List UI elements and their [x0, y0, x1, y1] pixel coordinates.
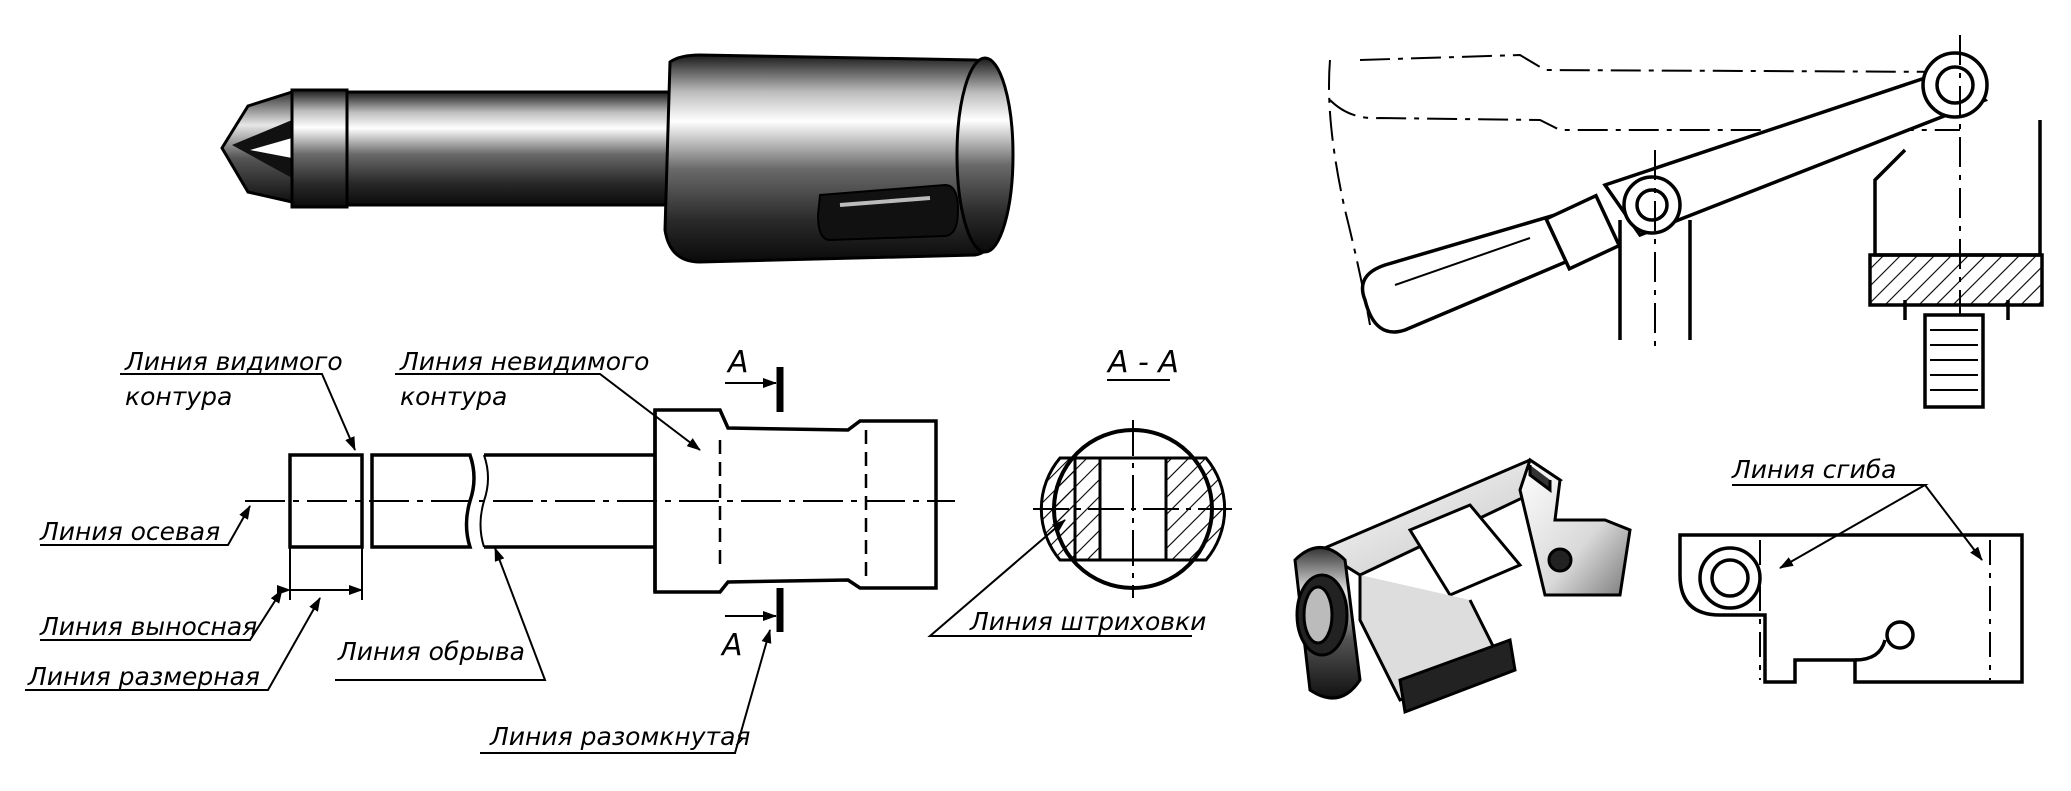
text-labels: Линия видимого контура Линия невидимого … — [27, 345, 1897, 751]
label-visible-contour-line1: Линия видимого — [124, 347, 343, 376]
leader-lines — [25, 373, 1983, 754]
segment-1 — [288, 453, 364, 549]
label-hidden-contour-line1: Линия невидимого — [399, 347, 649, 376]
section-letter-top: А — [726, 345, 749, 380]
lever-clamp-drawing — [1328, 35, 2044, 409]
label-visible-contour-line2: контура — [125, 382, 232, 411]
label-dimension-line: Линия размерная — [27, 662, 260, 691]
segment-2 — [370, 453, 476, 549]
label-axis-line: Линия осевая — [39, 517, 220, 546]
shaft-orthographic-view — [245, 367, 955, 632]
section-a-a-view — [1033, 420, 1232, 598]
bent-plate-flat-pattern — [1678, 533, 2024, 684]
label-extension-line: Линия выносная — [39, 612, 257, 641]
label-hatch-line: Линия штриховки — [969, 607, 1206, 636]
label-bend-line: Линия сгиба — [1731, 455, 1897, 484]
head-profile — [653, 408, 938, 594]
label-break-line: Линия обрыва — [337, 637, 525, 666]
label-open-line: Линия разомкнутая — [489, 722, 750, 751]
section-letter-bottom: А — [720, 628, 743, 663]
label-hidden-contour-line2: контура — [400, 382, 507, 411]
section-title: А - А — [1106, 345, 1179, 380]
shaft-3d-illustration — [220, 53, 1015, 264]
bent-plate-3d — [1293, 457, 1632, 715]
